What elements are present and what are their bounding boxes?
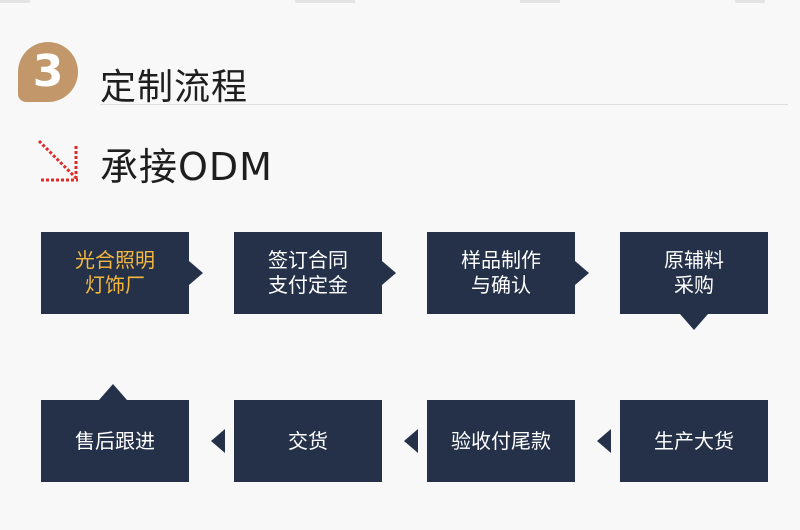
section-number: 3 xyxy=(32,46,64,97)
step-production: 生产大货 xyxy=(620,400,768,482)
diagonal-arrow-icon xyxy=(37,139,78,182)
arrow-right-icon xyxy=(382,261,396,285)
arrow-down-icon xyxy=(680,314,708,330)
step-factory: 光合照明 灯饰厂 xyxy=(41,232,189,314)
section-divider xyxy=(100,104,788,105)
arrow-up-icon xyxy=(99,384,127,400)
arrow-left-icon xyxy=(211,429,225,453)
step-label: 光合照明 灯饰厂 xyxy=(75,248,155,297)
arrow-right-icon xyxy=(189,261,203,285)
step-label: 生产大货 xyxy=(654,428,734,453)
arrow-left-icon xyxy=(404,429,418,453)
arrow-right-icon xyxy=(575,261,589,285)
step-label: 签订合同 支付定金 xyxy=(268,248,348,297)
step-after-sales: 售后跟进 xyxy=(41,400,189,482)
step-label: 交货 xyxy=(288,428,328,453)
step-label: 样品制作 与确认 xyxy=(461,248,541,297)
step-contract: 签订合同 支付定金 xyxy=(234,232,382,314)
step-final-payment: 验收付尾款 xyxy=(427,400,575,482)
step-label: 售后跟进 xyxy=(75,428,155,453)
step-materials: 原辅料 采购 xyxy=(620,232,768,314)
page-subtitle: 承接ODM xyxy=(100,145,273,189)
top-divider xyxy=(0,0,800,3)
step-label: 验收付尾款 xyxy=(451,428,551,453)
step-delivery: 交货 xyxy=(234,400,382,482)
section-number-badge xyxy=(18,42,78,102)
arrow-left-icon xyxy=(597,429,611,453)
step-label: 原辅料 采购 xyxy=(664,248,724,297)
section-title: 定制流程 xyxy=(100,67,249,108)
step-sample: 样品制作 与确认 xyxy=(427,232,575,314)
